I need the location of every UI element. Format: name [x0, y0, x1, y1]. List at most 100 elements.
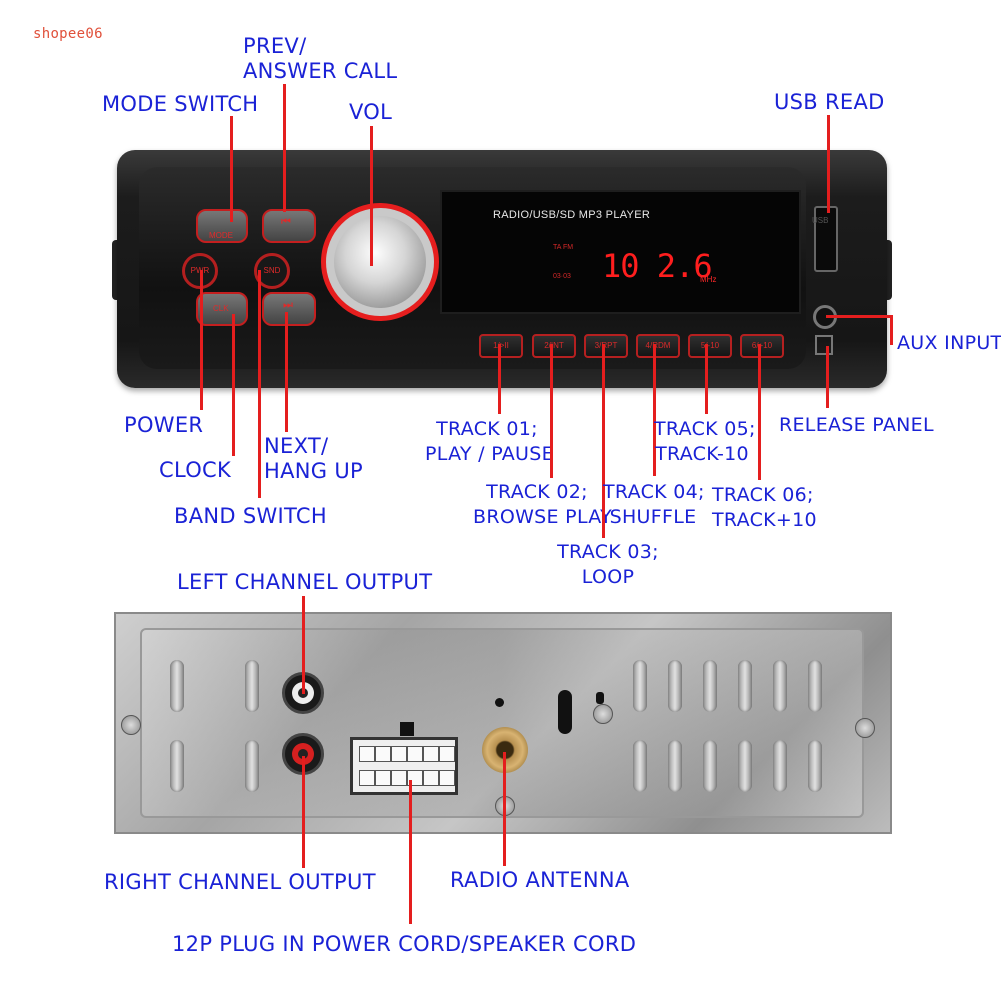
release-panel-button[interactable]	[815, 335, 833, 355]
label-power-plug: 12P PLUG IN POWER CORD/SPEAKER CORD	[172, 932, 637, 956]
preset-button-6[interactable]: 6/+10	[740, 334, 784, 358]
label-track-03: TRACK 03; LOOP	[557, 541, 659, 588]
vent-slot	[668, 740, 682, 792]
label-track-02: TRACK 02; BROWSE PLAY	[473, 481, 612, 528]
leader-line-aux-v	[890, 315, 893, 345]
plug-pin	[391, 746, 407, 762]
plug-pin	[423, 770, 439, 786]
plug-pin	[407, 746, 423, 762]
leader-line-power-plug	[409, 780, 412, 924]
label-radio-antenna: RADIO ANTENNA	[450, 868, 630, 892]
label-power: POWER	[124, 413, 204, 437]
vent-slot	[633, 660, 647, 712]
volume-knob-face	[334, 216, 426, 308]
preset-button-4[interactable]: 4/RDM	[636, 334, 680, 358]
12p-power-plug[interactable]	[350, 737, 458, 795]
vent-slot	[703, 740, 717, 792]
plug-pin	[359, 746, 375, 762]
leader-line-left-channel	[302, 596, 305, 694]
vent-slot	[773, 660, 787, 712]
plug-pin	[439, 770, 455, 786]
screw	[593, 704, 613, 724]
leader-line-track01	[498, 344, 501, 414]
vent-slot	[808, 660, 822, 712]
plug-pin	[375, 746, 391, 762]
preset-button-5[interactable]: 5/-10	[688, 334, 732, 358]
vent-slot	[808, 740, 822, 792]
status-indicator: 03·03	[553, 273, 571, 280]
label-left-channel-output: LEFT CHANNEL OUTPUT	[177, 570, 433, 594]
vent-slot	[170, 660, 184, 712]
vent-slot	[738, 660, 752, 712]
leader-line-mode	[230, 116, 233, 222]
vent-slot	[738, 740, 752, 792]
display-title: RADIO/USB/SD MP3 PLAYER	[493, 209, 651, 221]
snd-button-label: SND	[263, 266, 281, 275]
frequency-readout: 10 2.6	[602, 247, 713, 285]
usb-port[interactable]	[814, 206, 838, 272]
leader-line-release	[826, 346, 829, 408]
frequency-unit: MHz	[700, 275, 717, 284]
rca-ring-red	[292, 743, 314, 765]
vent-slot	[773, 740, 787, 792]
leader-line-right-channel	[302, 756, 305, 868]
watermark: shopee06	[33, 26, 103, 42]
plug-latch	[400, 722, 414, 736]
plug-pin	[375, 770, 391, 786]
preset-button-3[interactable]: 3/RPT	[584, 334, 628, 358]
screw	[121, 715, 141, 735]
vent-slot	[633, 740, 647, 792]
prev-icon: ⏮	[281, 216, 291, 228]
mode-button[interactable]	[196, 209, 248, 243]
leader-line-vol	[370, 126, 373, 266]
label-mode-switch: MODE SWITCH	[102, 92, 259, 116]
label-usb-read: USB READ	[774, 90, 885, 114]
vent-slot	[245, 660, 259, 712]
leader-line-track04	[653, 344, 656, 476]
leader-line-track02	[550, 344, 553, 478]
leader-line-prev	[283, 84, 286, 212]
clock-button[interactable]	[196, 292, 248, 326]
preset-button-1[interactable]: 1/>II	[479, 334, 523, 358]
leader-line-aux-h	[826, 315, 892, 318]
preset-button-2[interactable]: 2/INT	[532, 334, 576, 358]
volume-knob[interactable]	[321, 203, 439, 321]
vent-slot	[668, 660, 682, 712]
label-track-04: TRACK 04; SHUFFLE	[603, 481, 705, 528]
label-vol: VOL	[349, 100, 393, 124]
clk-button-label: CLK	[213, 304, 229, 313]
label-track-06: TRACK 06; TRACK+10	[712, 484, 817, 531]
label-prev-answer-call: PREV/ ANSWER CALL	[243, 34, 398, 83]
leader-line-antenna	[503, 752, 506, 866]
label-clock: CLOCK	[159, 458, 232, 482]
label-band-switch: BAND SWITCH	[174, 504, 327, 528]
label-next-hang-up: NEXT/ HANG UP	[264, 434, 363, 483]
label-track-05: TRACK 05; TRACK-10	[654, 418, 756, 465]
label-right-channel-output: RIGHT CHANNEL OUTPUT	[104, 870, 376, 894]
plug-pin	[439, 746, 455, 762]
reset-hole	[596, 692, 604, 704]
label-track-01: TRACK 01; PLAY / PAUSE	[425, 418, 554, 465]
leader-line-track06	[758, 344, 761, 480]
fuse-slot	[558, 690, 572, 734]
plug-pin	[423, 746, 439, 762]
next-button[interactable]	[262, 292, 316, 326]
leader-line-usb	[827, 115, 830, 213]
label-release-panel: RELEASE PANEL	[779, 414, 934, 436]
leader-line-track05	[705, 344, 708, 414]
vent-slot	[703, 660, 717, 712]
screw	[855, 718, 875, 738]
leader-line-clock	[232, 314, 235, 456]
next-icon: ⏭	[283, 299, 293, 311]
mode-button-label: MODE	[209, 231, 233, 240]
plug-pin	[359, 770, 375, 786]
plug-pin	[391, 770, 407, 786]
prev-button[interactable]	[262, 209, 316, 243]
usb-port-label: USB	[812, 216, 829, 225]
leader-line-next	[285, 312, 288, 432]
leader-line-band	[258, 270, 261, 498]
leader-line-track03	[602, 344, 605, 538]
lcd-display	[440, 190, 801, 314]
rca-core	[298, 749, 308, 759]
vent-slot	[245, 740, 259, 792]
